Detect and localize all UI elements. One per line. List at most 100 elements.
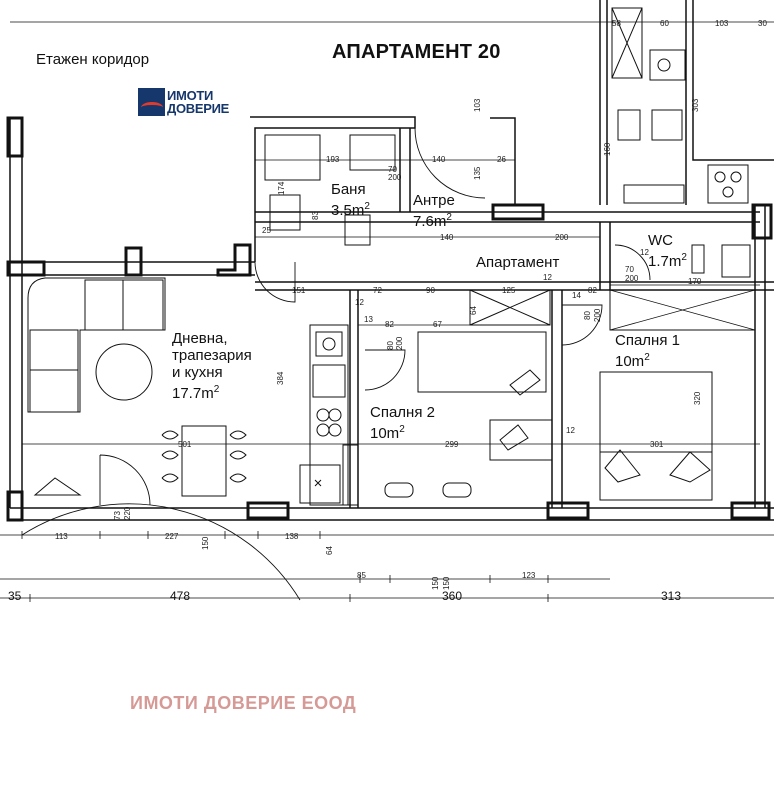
- column: [6, 116, 24, 158]
- kitchen-units: [299, 324, 359, 506]
- living-label: Дневна, трапезария и кухня 17.7m2: [172, 330, 252, 402]
- svg-text:200: 200: [555, 233, 569, 242]
- hall-mid-wall: [255, 211, 760, 223]
- apartment-label: Апартамент: [476, 254, 560, 271]
- bath-door-swing: [254, 261, 296, 303]
- stools: [384, 482, 472, 498]
- svg-text:150: 150: [431, 576, 440, 590]
- svg-text:70: 70: [388, 165, 397, 174]
- svg-text:303: 303: [691, 98, 700, 112]
- svg-text:25: 25: [262, 226, 271, 235]
- svg-text:12: 12: [566, 426, 575, 435]
- svg-text:135: 135: [473, 166, 482, 180]
- svg-text:70: 70: [625, 265, 634, 274]
- svg-text:14: 14: [572, 291, 581, 300]
- hall-label: Антре 7.6m2: [413, 192, 455, 230]
- dim-bottom-3: 360: [442, 589, 463, 603]
- svg-text:26: 26: [497, 155, 506, 164]
- svg-text:200: 200: [593, 308, 602, 322]
- round-rug: [95, 343, 153, 401]
- svg-text:83: 83: [311, 211, 320, 220]
- bed2-area: 10m2: [370, 424, 405, 442]
- svg-text:150: 150: [442, 576, 451, 590]
- hall-wall-top: [490, 117, 516, 205]
- bed1-area: 10m2: [615, 352, 650, 370]
- bath-fixtures: [264, 134, 396, 246]
- corridor-label: Етажен коридор: [36, 51, 150, 68]
- bath-hall-divider: [399, 128, 411, 212]
- svg-text:160: 160: [603, 142, 612, 156]
- logo-mark-icon: [138, 88, 165, 116]
- bed1-door-swing: [561, 304, 603, 346]
- dim-bottom-4: 313: [661, 589, 682, 603]
- wc-fixtures: [691, 244, 751, 278]
- bedroom2-left-wall: [349, 290, 359, 508]
- svg-text:80: 80: [386, 341, 395, 350]
- svg-text:301: 301: [650, 440, 664, 449]
- column: [6, 260, 46, 277]
- svg-text:67: 67: [433, 320, 442, 329]
- bed2-door-swing: [364, 349, 406, 391]
- double-bed: [599, 371, 713, 501]
- svg-text:227: 227: [165, 532, 179, 541]
- svg-text:12: 12: [640, 248, 649, 257]
- company-logo: ИМОТИ ДОВЕРИЕ: [138, 88, 244, 118]
- svg-text:299: 299: [445, 440, 459, 449]
- svg-text:170: 170: [688, 277, 702, 286]
- bath-area: 3.5m2: [331, 201, 370, 219]
- svg-text:113: 113: [55, 532, 68, 541]
- svg-text:220: 220: [123, 506, 132, 520]
- svg-text:12: 12: [355, 298, 364, 307]
- svg-text:103: 103: [473, 98, 482, 112]
- svg-text:200: 200: [395, 336, 404, 350]
- balcony-arc: [21, 503, 301, 601]
- svg-text:64: 64: [469, 306, 478, 315]
- living-line2: трапезария: [172, 347, 252, 364]
- page-title: АПАРТАМЕНТ 20: [332, 41, 501, 63]
- wardrobe: [417, 289, 553, 461]
- svg-text:12: 12: [543, 273, 552, 282]
- balcony-chair: [33, 477, 82, 496]
- column: [216, 243, 252, 277]
- svg-text:13: 13: [364, 315, 373, 324]
- svg-text:90: 90: [426, 286, 435, 295]
- hall-door-swing: [414, 127, 486, 199]
- bath-name: Баня: [331, 181, 366, 198]
- logo-line1: ИМОТИ: [167, 88, 214, 103]
- svg-text:73: 73: [113, 511, 122, 520]
- svg-text:140: 140: [440, 233, 454, 242]
- wardrobe-bed1: [609, 289, 756, 331]
- svg-text:125: 125: [502, 286, 516, 295]
- living-area: 17.7m2: [172, 384, 220, 402]
- wc-label: WC 1.7m2: [648, 232, 687, 270]
- column: [246, 501, 290, 520]
- hall-name: Антре: [413, 192, 455, 209]
- bath-label: Баня 3.5m2: [331, 181, 370, 219]
- outer-wall-bottom: [10, 507, 774, 521]
- bed1-label: Спалня 1 10m2: [615, 332, 680, 370]
- svg-text:320: 320: [693, 391, 702, 405]
- svg-text:30: 30: [758, 19, 767, 28]
- bed2-label: Спалня 2 10m2: [370, 404, 435, 442]
- outer-wall-left: [9, 118, 23, 508]
- floor-plan-drawing: 193 140 26 140 200 151 72 90 125 82 14 1…: [0, 0, 774, 602]
- svg-text:150: 150: [201, 536, 210, 550]
- hall-area: 7.6m2: [413, 212, 452, 230]
- column: [6, 490, 24, 522]
- neighbour-kitchen: [611, 7, 749, 204]
- svg-text:103: 103: [715, 19, 729, 28]
- svg-text:60: 60: [660, 19, 669, 28]
- right-outer-wall: [754, 205, 766, 508]
- wc-wall: [599, 222, 611, 290]
- sofa: [27, 277, 166, 413]
- living-line3: и кухня: [172, 364, 223, 381]
- svg-text:82: 82: [588, 286, 597, 295]
- svg-text:64: 64: [325, 546, 334, 555]
- svg-text:72: 72: [373, 286, 382, 295]
- svg-text:140: 140: [432, 155, 446, 164]
- svg-text:80: 80: [583, 311, 592, 320]
- entry-door-swing: [99, 454, 151, 506]
- column: [751, 203, 773, 240]
- wc-area: 1.7m2: [648, 252, 687, 270]
- dim-bottom-2: 478: [170, 589, 191, 603]
